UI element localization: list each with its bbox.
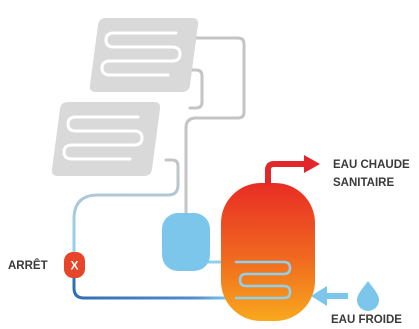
expansion-vessel: [162, 213, 210, 271]
hot-water-tank: [221, 183, 315, 321]
hot-water-label-line2: SANITAIRE: [333, 177, 394, 189]
solar-circuit-pipes: [183, 36, 246, 219]
circuit-bottom-pipe: [72, 276, 238, 300]
stop-valve-icon: X: [64, 252, 85, 278]
panel-coil-top: [100, 31, 182, 77]
cold-water-label: EAU FROIDE: [331, 314, 402, 326]
hot-water-label-line1: EAU CHAUDE: [333, 159, 410, 171]
solar-panel-bottom: [51, 102, 161, 176]
panel-return-pipe: [72, 158, 180, 254]
water-drop-icon: [357, 281, 379, 311]
tank-heat-exchanger-coil: [234, 260, 292, 300]
panel-coil-bottom: [62, 115, 144, 161]
solar-panel-top: [89, 18, 199, 92]
valve-symbol: X: [70, 259, 78, 273]
panel-outlet-pipe: [184, 36, 246, 219]
panel-link-pipe: [183, 68, 204, 110]
cold-water-arrow-icon: [311, 286, 348, 306]
hot-water-arrow-icon: [265, 155, 320, 185]
stop-label: ARRÊT: [8, 259, 48, 272]
